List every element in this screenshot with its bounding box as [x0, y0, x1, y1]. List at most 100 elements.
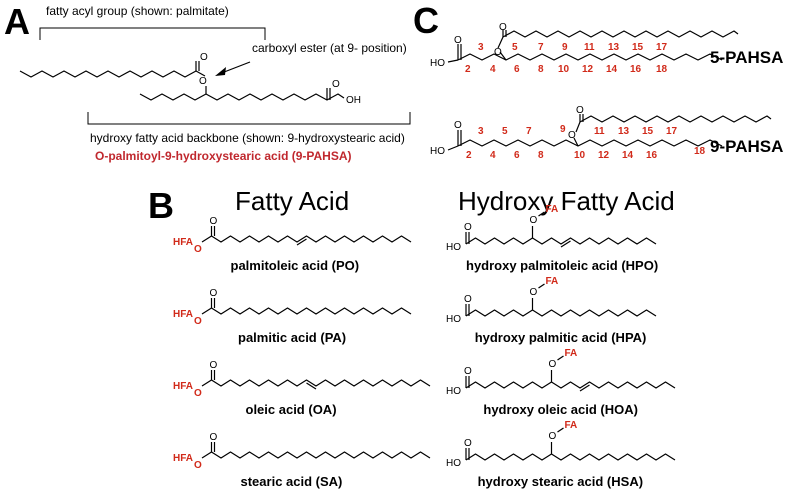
panel-letter-a: A [4, 1, 30, 42]
svg-text:17: 17 [666, 126, 678, 137]
carbonyl-bond [465, 232, 470, 244]
acid-hydroxyl-a: OH [346, 95, 361, 106]
double-bond [306, 382, 317, 390]
hfa-label: HFA [173, 453, 193, 464]
fa-link-bond [557, 427, 564, 433]
carbonyl-oxygen: O [464, 294, 472, 305]
ether-oxygen: O [530, 287, 538, 298]
carbonyl-oxygen: O [210, 432, 218, 443]
pahsa-9-skeleton [447, 114, 772, 151]
fatty-acid-name: oleic acid (OA) [246, 402, 337, 417]
ester-oxygen: O [194, 388, 202, 399]
acid-hydroxyl-9: HO [430, 146, 445, 157]
svg-text:13: 13 [618, 126, 630, 137]
carbon-chain [201, 379, 431, 387]
carbonyl-oxygen: O [210, 216, 218, 227]
acyl-bracket [39, 27, 266, 40]
svg-text:14: 14 [606, 64, 618, 75]
fa-label: FA [565, 420, 578, 431]
carbon-chain [465, 381, 676, 389]
carbon-numbers-5: 2 3 4 5 6 7 8 9 10 11 12 13 14 15 16 17 … [465, 42, 668, 75]
svg-text:16: 16 [630, 64, 642, 75]
ester-oxygen: O [194, 460, 202, 471]
svg-text:11: 11 [584, 42, 595, 53]
carbonyl-oxygen: O [210, 288, 218, 299]
acid-hydroxyl: HO [446, 386, 461, 397]
carbon-chain [201, 235, 412, 243]
hydroxy-acid-name: hydroxy oleic acid (HOA) [483, 402, 638, 417]
hydroxy-acid-name: hydroxy stearic acid (HSA) [478, 474, 643, 489]
acid-oxygen-5: O [454, 35, 462, 46]
panel-letter-c: C [413, 0, 439, 41]
svg-text:12: 12 [582, 64, 594, 75]
carbon-chain [465, 237, 657, 245]
acid-carbonyl-oxygen-a: O [332, 79, 340, 90]
svg-text:15: 15 [632, 42, 644, 53]
fatty-acid-name: palmitic acid (PA) [238, 330, 346, 345]
svg-text:12: 12 [598, 150, 610, 161]
svg-text:11: 11 [594, 126, 605, 137]
svg-text:9: 9 [560, 124, 566, 135]
svg-text:3: 3 [478, 126, 484, 137]
carbonyl-bond [210, 442, 216, 452]
svg-text:2: 2 [465, 64, 471, 75]
backbone-bracket [87, 112, 411, 125]
svg-text:4: 4 [490, 64, 496, 75]
acid-oxygen-9: O [454, 120, 462, 131]
fa-label: FA [565, 348, 578, 359]
acyl-group-label: fatty acyl group (shown: palmitate) [46, 4, 229, 18]
pahsa-5-skeleton [440, 30, 740, 80]
arrow-head-icon [215, 67, 226, 76]
hfa-label: HFA [173, 381, 193, 392]
carbon-chain [465, 453, 676, 461]
ester-oxygen: O [194, 316, 202, 327]
acid-hydroxyl: HO [446, 458, 461, 469]
carbon-chain [201, 451, 431, 459]
svg-text:6: 6 [514, 150, 520, 161]
ether-oxygen: O [530, 215, 538, 226]
svg-text:8: 8 [538, 150, 544, 161]
double-bond [579, 384, 590, 392]
hfa-label: HFA [173, 237, 193, 248]
svg-text:10: 10 [558, 64, 570, 75]
carbon-chain [201, 307, 412, 315]
fatty-acid-name: stearic acid (SA) [241, 474, 343, 489]
carbonyl-oxygen: O [464, 366, 472, 377]
compound-name: O-palmitoyl-9-hydroxystearic acid (9-PAH… [95, 149, 352, 163]
carbonyl-bond [465, 376, 470, 388]
palmitate-chain [19, 61, 206, 78]
fatty-acid-column-title: Fatty Acid [235, 186, 349, 216]
panel-letter-b: B [148, 185, 174, 226]
carbonyl-oxygen: O [464, 222, 472, 233]
double-bond [560, 240, 571, 248]
title-9-pahsa: 9-PAHSA [710, 137, 783, 156]
ester-oxygen: O [194, 244, 202, 255]
svg-text:3: 3 [478, 42, 484, 53]
backbone-label: hydroxy fatty acid backbone (shown: 9-hy… [90, 131, 405, 145]
fa-label: FA [546, 204, 559, 215]
svg-text:16: 16 [646, 150, 658, 161]
fa-link-bond [557, 355, 564, 361]
svg-text:9: 9 [562, 42, 568, 53]
carbonyl-bond [210, 370, 216, 380]
svg-text:14: 14 [622, 150, 634, 161]
svg-text:18: 18 [656, 64, 668, 75]
svg-text:13: 13 [608, 42, 620, 53]
acid-hydroxyl: HO [446, 314, 461, 325]
fa-label: FA [546, 276, 559, 287]
svg-text:7: 7 [538, 42, 544, 53]
carbonyl-bond [210, 226, 216, 236]
ester-label: carboxyl ester (at 9- position) [252, 41, 407, 55]
acid-hydroxyl: HO [446, 242, 461, 253]
svg-text:2: 2 [466, 150, 472, 161]
svg-text:15: 15 [642, 126, 654, 137]
svg-text:10: 10 [574, 150, 586, 161]
